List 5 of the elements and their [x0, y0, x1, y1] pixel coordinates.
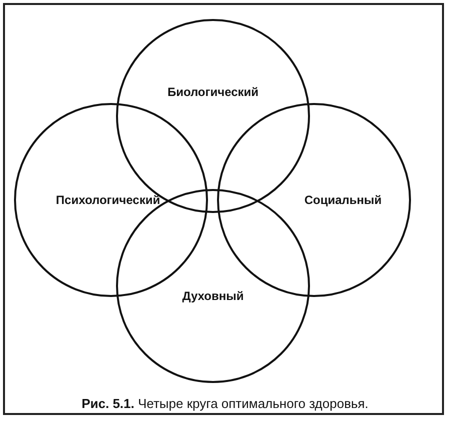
- circle-label: Психологический: [56, 193, 160, 207]
- circle-label: Социальный: [304, 193, 382, 207]
- circle-label: Биологический: [167, 85, 259, 99]
- figure-caption: Рис. 5.1. Четыре круга оптимального здоровья.: [80, 396, 370, 411]
- circle-label: Духовный: [182, 289, 244, 303]
